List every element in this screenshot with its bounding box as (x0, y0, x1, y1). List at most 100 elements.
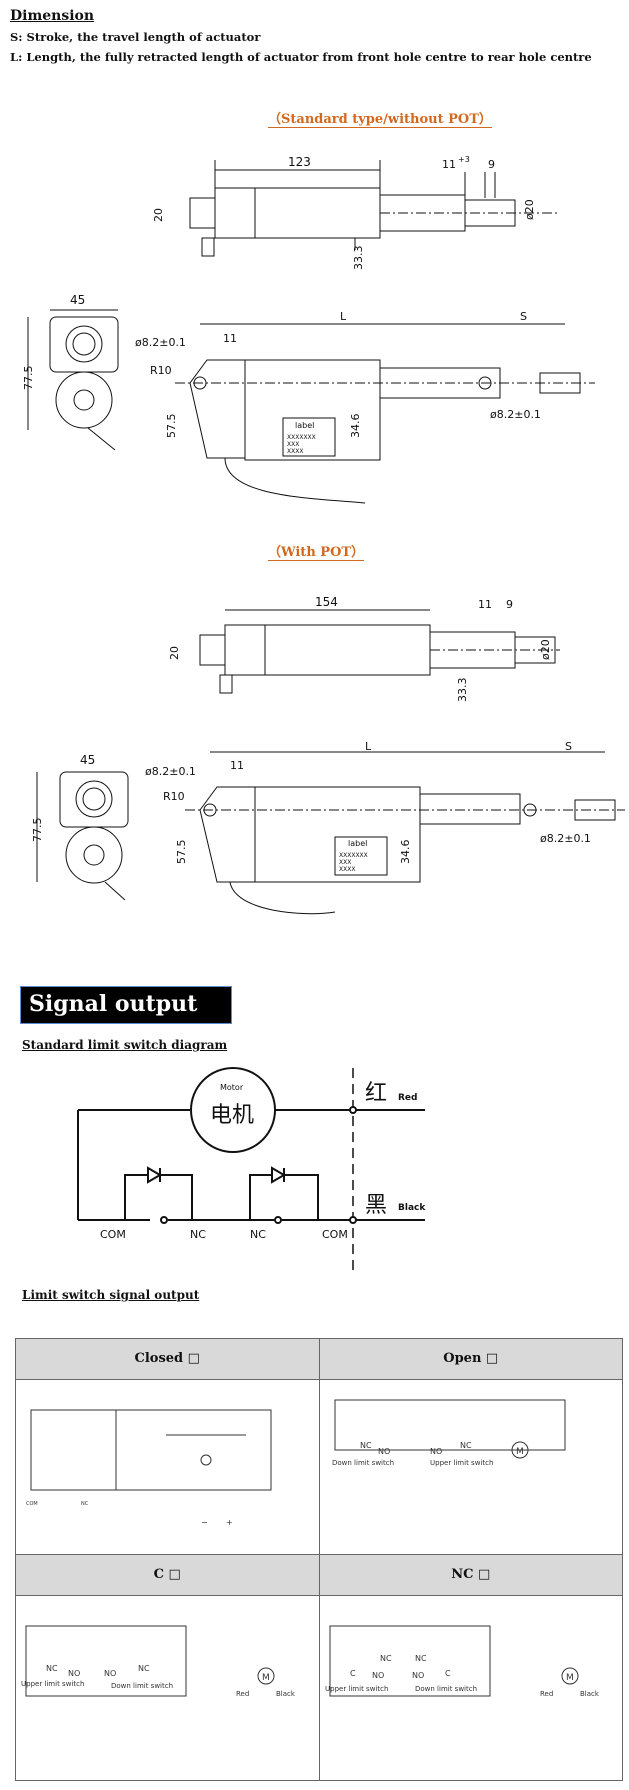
open-wiring-diagram: M NC NO NO NC Down limit switch Upper li… (332, 1399, 565, 1467)
svg-text:XXX: XXX (339, 859, 351, 866)
svg-text:NO: NO (430, 1447, 442, 1456)
svg-text:NC: NC (81, 1501, 89, 1507)
svg-text:NO: NO (412, 1671, 424, 1680)
variant-standard-title: （Standard type/without POT） (268, 108, 492, 128)
pot-top-view-drawing: 154 11 9 ø20 20 33.3 (168, 595, 560, 703)
svg-text:33.3: 33.3 (352, 246, 365, 271)
svg-text:NC: NC (190, 1228, 206, 1241)
svg-text:33.3: 33.3 (456, 678, 469, 703)
svg-text:XXXXXXX: XXXXXXX (339, 852, 368, 859)
pot-end-view-drawing: 45 77.5 (31, 753, 129, 901)
svg-text:M: M (262, 1673, 270, 1683)
svg-text:NC: NC (250, 1228, 266, 1241)
svg-text:R10: R10 (163, 790, 185, 803)
svg-text:77.5: 77.5 (31, 818, 44, 843)
standard-limit-switch-diagram: Motor 电机 红 Red 黑 Black COM NC NC COM (77, 1067, 426, 1270)
svg-text:S: S (520, 310, 527, 323)
svg-text:−: − (201, 1518, 208, 1527)
svg-text:57.5: 57.5 (165, 414, 178, 439)
svg-text:Black: Black (398, 1203, 426, 1213)
output-table-title: Limit switch signal output (22, 1288, 200, 1302)
svg-text:M: M (566, 1673, 574, 1683)
svg-text:XXXX: XXXX (339, 866, 355, 873)
header-open: Open □ (319, 1339, 622, 1379)
svg-text:L: L (340, 310, 347, 323)
svg-text:R10: R10 (150, 364, 172, 377)
svg-text:ø20: ø20 (523, 199, 536, 220)
pot-side-view-drawing: L S ø8.2±0.1 11 R10 label XXXXXXX XXX XX… (145, 742, 625, 915)
svg-text:154: 154 (315, 595, 338, 609)
stroke-definition: S: Stroke, the travel length of actuator (10, 30, 261, 44)
svg-text:label: label (295, 421, 314, 430)
svg-text:C: C (445, 1669, 451, 1678)
svg-text:Red: Red (236, 1690, 249, 1698)
svg-text:11: 11 (442, 158, 456, 171)
header-c: C □ (16, 1555, 319, 1595)
svg-text:COM: COM (322, 1228, 348, 1241)
limit-switch-output-table: Closed □ Open □ COM NC − + M NC NO N (15, 1338, 623, 1781)
header-nc: NC □ (319, 1555, 622, 1595)
closed-wiring-diagram: COM NC − + (26, 1409, 272, 1527)
svg-text:11: 11 (223, 332, 237, 345)
label-plate (282, 417, 336, 457)
signal-output-title: Signal output (29, 991, 198, 1017)
dimension-heading: Dimension (10, 8, 95, 24)
svg-text:L: L (365, 742, 372, 753)
svg-text:ø8.2±0.1: ø8.2±0.1 (145, 765, 196, 778)
svg-text:Down limit switch: Down limit switch (332, 1459, 394, 1467)
svg-text:45: 45 (80, 753, 95, 767)
svg-text:Upper limit switch: Upper limit switch (430, 1459, 493, 1467)
svg-text:NO: NO (372, 1671, 384, 1680)
svg-text:9: 9 (506, 598, 513, 611)
svg-text:ø8.2±0.1: ø8.2±0.1 (540, 832, 591, 845)
svg-text:COM: COM (26, 1501, 38, 1507)
dim-123: 123 (288, 155, 311, 169)
svg-text:NC: NC (380, 1654, 392, 1663)
svg-text:Black: Black (276, 1690, 296, 1698)
standard-top-view-drawing: 123 11 +3 9 ø20 20 33.3 (152, 155, 560, 271)
svg-text:XXXX: XXXX (287, 448, 303, 455)
svg-text:NC: NC (138, 1664, 150, 1673)
standard-side-view-drawing: L S ø8.2±0.1 11 R10 label XXXXXXX XXX XX… (135, 310, 595, 504)
svg-text:11: 11 (230, 759, 244, 772)
header-closed: Closed □ (16, 1339, 319, 1379)
variant-pot-title: （With POT） (268, 541, 365, 561)
standard-diagram-title: Standard limit switch diagram (22, 1038, 228, 1052)
svg-text:NC: NC (460, 1441, 472, 1450)
length-definition: L: Length, the fully retracted length of… (10, 50, 592, 64)
svg-text:XXX: XXX (287, 441, 299, 448)
svg-text:电机: 电机 (210, 1103, 254, 1128)
svg-text:S: S (565, 742, 572, 753)
svg-text:ø20: ø20 (539, 639, 552, 660)
svg-text:Motor: Motor (220, 1083, 244, 1092)
standard-end-view-drawing: 45 77.5 (22, 293, 119, 451)
svg-text:NO: NO (68, 1669, 80, 1678)
svg-text:34.6: 34.6 (349, 414, 362, 439)
svg-text:M: M (516, 1447, 524, 1457)
svg-text:Upper limit switch: Upper limit switch (21, 1680, 84, 1688)
svg-text:NC: NC (46, 1664, 58, 1673)
svg-text:NO: NO (378, 1447, 390, 1456)
svg-text:Red: Red (398, 1093, 417, 1103)
svg-text:Down limit switch: Down limit switch (111, 1682, 173, 1690)
svg-text:ø8.2±0.1: ø8.2±0.1 (490, 408, 541, 421)
svg-text:NO: NO (104, 1669, 116, 1678)
svg-text:label: label (348, 839, 367, 848)
svg-text:77.5: 77.5 (22, 366, 35, 391)
svg-text:11: 11 (478, 598, 492, 611)
svg-text:57.5: 57.5 (175, 840, 188, 865)
nc-wiring-diagram: M NC NC C NO NO C Upper limit switch Dow… (325, 1625, 599, 1698)
svg-text:20: 20 (168, 646, 181, 660)
signal-output-heading-box: Signal output (20, 986, 232, 1024)
c-wiring-diagram: M NC NO NO NC Upper limit switch Down li… (21, 1625, 296, 1698)
svg-text:NC: NC (415, 1654, 427, 1663)
svg-text:45: 45 (70, 293, 85, 307)
svg-text:黑: 黑 (365, 1193, 387, 1218)
svg-text:34.6: 34.6 (399, 840, 412, 865)
svg-text:+3: +3 (458, 155, 470, 164)
svg-text:COM: COM (100, 1228, 126, 1241)
svg-text:Red: Red (540, 1690, 553, 1698)
svg-text:+: + (226, 1518, 233, 1527)
svg-text:9: 9 (488, 158, 495, 171)
svg-text:Down limit switch: Down limit switch (415, 1685, 477, 1693)
